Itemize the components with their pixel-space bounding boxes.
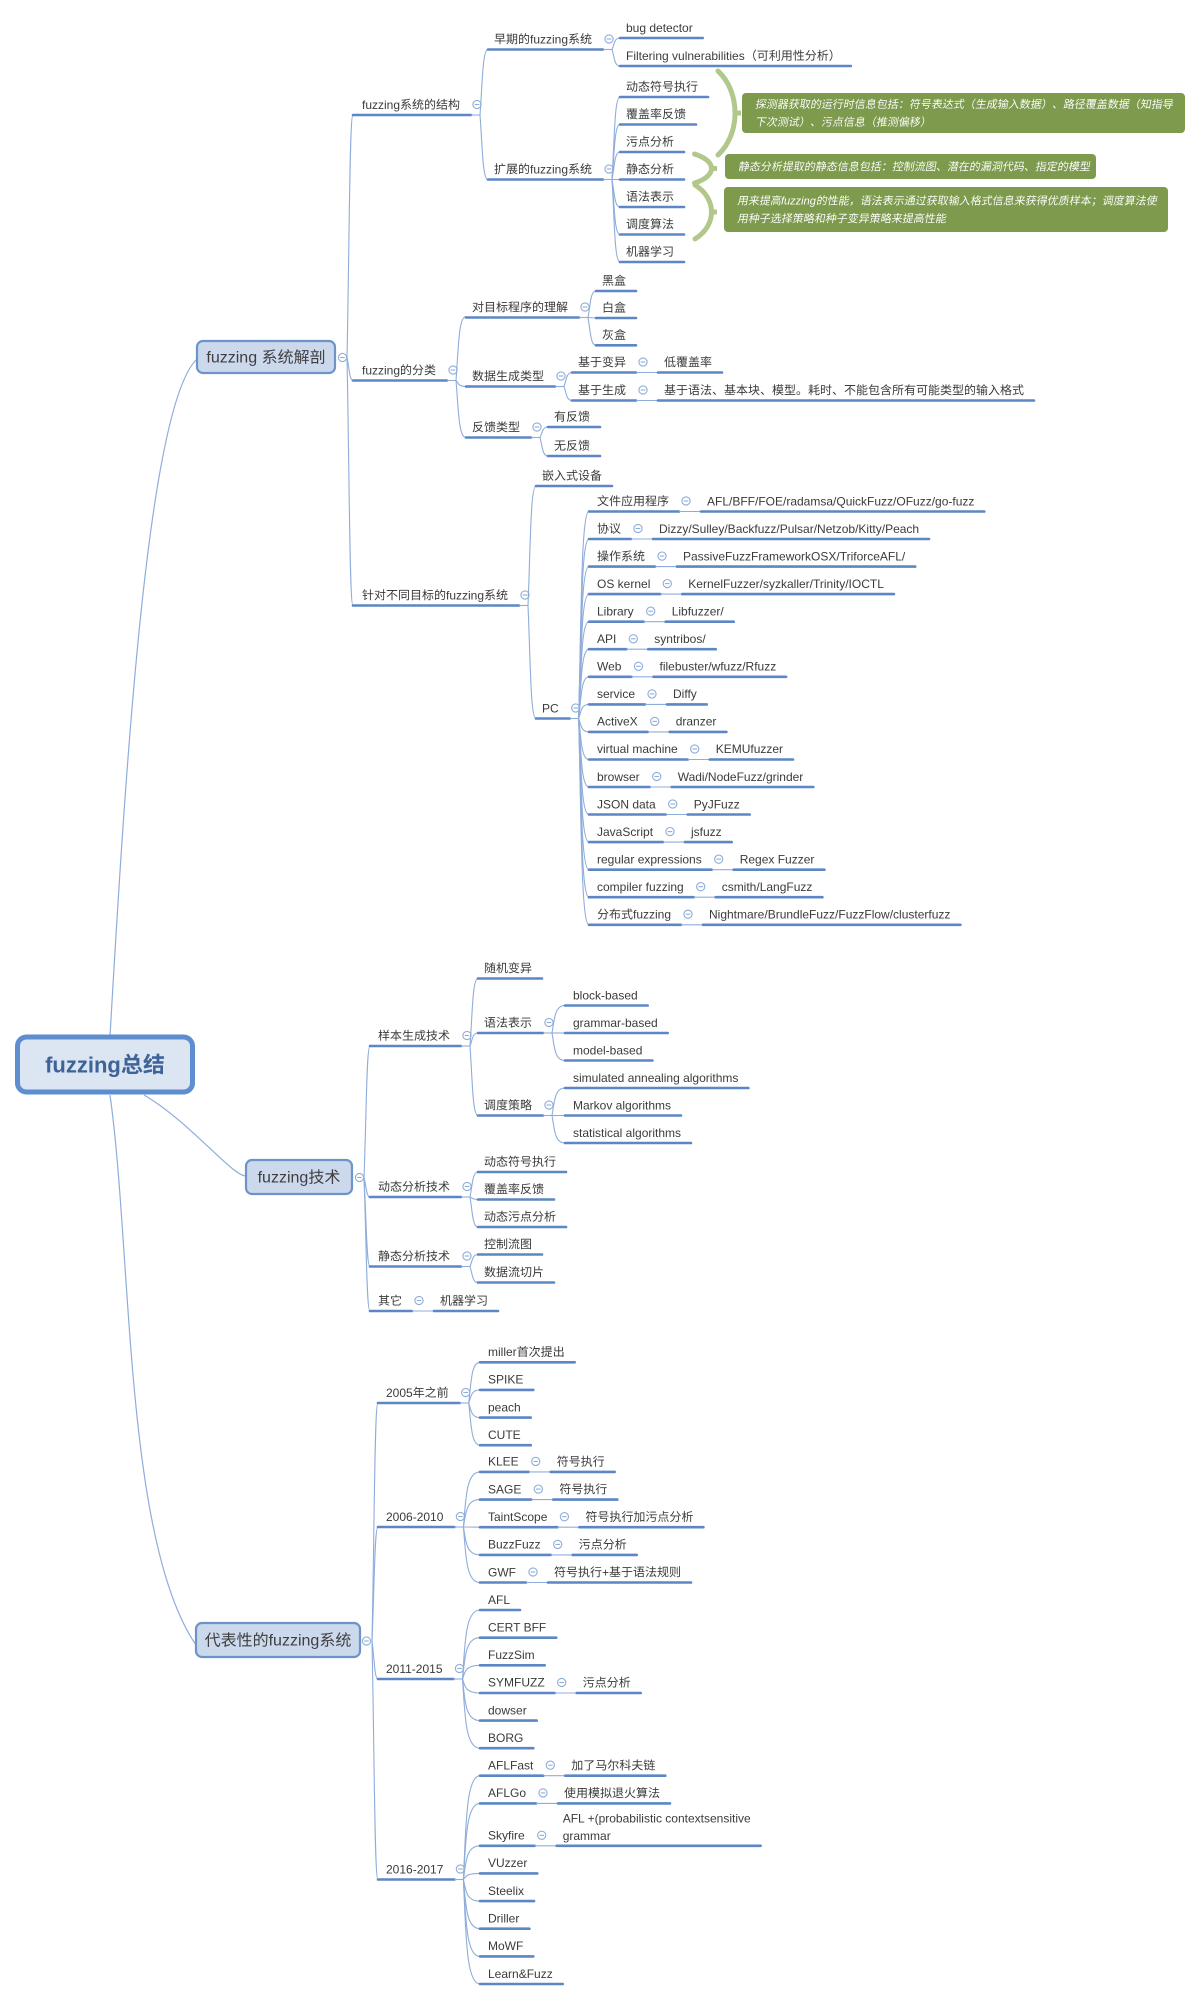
svg-text:dranzer: dranzer xyxy=(676,715,717,729)
svg-text:miller: miller xyxy=(488,1345,517,1359)
svg-text:PyJFuzz: PyJFuzz xyxy=(694,797,740,811)
svg-text:csmith/LangFuzz: csmith/LangFuzz xyxy=(722,880,813,894)
svg-text:simulated annealing algorithms: simulated annealing algorithms xyxy=(573,1071,738,1085)
svg-text:AFLGo: AFLGo xyxy=(488,1786,526,1800)
svg-text:ActiveX: ActiveX xyxy=(597,715,638,729)
svg-text:Web: Web xyxy=(597,660,622,674)
svg-text:Skyfire: Skyfire xyxy=(488,1829,525,1843)
svg-text:browser: browser xyxy=(597,770,640,784)
svg-text:JSON data: JSON data xyxy=(597,797,656,811)
svg-text:KernelFuzzer/syzkaller/Trinity: KernelFuzzer/syzkaller/Trinity/IOCTL xyxy=(688,577,884,591)
svg-text:fuzzing: fuzzing xyxy=(781,196,817,208)
svg-text:PC: PC xyxy=(542,701,559,715)
svg-text:compiler fuzzing: compiler fuzzing xyxy=(597,880,684,894)
svg-text:model-based: model-based xyxy=(573,1043,642,1057)
svg-text:fuzzing: fuzzing xyxy=(362,363,400,377)
svg-text:Regex Fuzzer: Regex Fuzzer xyxy=(740,852,815,866)
svg-text:fuzzing: fuzzing xyxy=(45,1052,121,1077)
svg-text:fuzzing: fuzzing xyxy=(206,350,257,367)
svg-text:AFL: AFL xyxy=(488,1593,510,1607)
svg-text:Libfuzzer/: Libfuzzer/ xyxy=(672,605,725,619)
svg-text:Nightmare/BrundleFuzz/FuzzFlow: Nightmare/BrundleFuzz/FuzzFlow/clusterfu… xyxy=(709,908,950,922)
svg-text:SPIKE: SPIKE xyxy=(488,1373,523,1387)
svg-text:Learn&Fuzz: Learn&Fuzz xyxy=(488,1967,553,1981)
svg-text:dowser: dowser xyxy=(488,1703,527,1717)
svg-text:KEMUfuzzer: KEMUfuzzer xyxy=(716,742,783,756)
svg-text:JavaScript: JavaScript xyxy=(597,825,654,839)
svg-text:AFL/BFF/FOE/radamsa/QuickFuzz/: AFL/BFF/FOE/radamsa/QuickFuzz/OFuzz/go-f… xyxy=(707,494,974,508)
svg-text:SYMFUZZ: SYMFUZZ xyxy=(488,1676,545,1690)
svg-text:CERT BFF: CERT BFF xyxy=(488,1620,546,1634)
svg-text:BORG: BORG xyxy=(488,1731,523,1745)
svg-text:CUTE: CUTE xyxy=(488,1428,521,1442)
svg-text:jsfuzz: jsfuzz xyxy=(690,825,722,839)
svg-text:fuzzing: fuzzing xyxy=(530,162,568,176)
svg-text:bug detector: bug detector xyxy=(626,21,693,35)
svg-text:KLEE: KLEE xyxy=(488,1455,519,1469)
svg-text:VUzzer: VUzzer xyxy=(488,1856,527,1870)
svg-text:grammar-based: grammar-based xyxy=(573,1016,658,1030)
svg-text:fuzzing: fuzzing xyxy=(633,908,671,922)
svg-text:GWF: GWF xyxy=(488,1565,516,1579)
svg-text:filebuster/wfuzz/Rfuzz: filebuster/wfuzz/Rfuzz xyxy=(660,660,777,674)
svg-text:block-based: block-based xyxy=(573,988,638,1002)
svg-text:Library: Library xyxy=(597,605,634,619)
svg-text:FuzzSim: FuzzSim xyxy=(488,1648,535,1662)
svg-text:Driller: Driller xyxy=(488,1912,519,1926)
svg-text:regular expressions: regular expressions xyxy=(597,852,702,866)
svg-text:Wadi/NodeFuzz/grinder: Wadi/NodeFuzz/grinder xyxy=(678,770,804,784)
svg-text:PassiveFuzzFrameworkOSX/Trifor: PassiveFuzzFrameworkOSX/TriforceAFL/ xyxy=(683,549,906,563)
svg-text:fuzzing: fuzzing xyxy=(530,32,568,46)
svg-text:2005: 2005 xyxy=(386,1386,413,1400)
svg-text:Dizzy/Sulley/Backfuzz/Pulsar/N: Dizzy/Sulley/Backfuzz/Pulsar/Netzob/Kitt… xyxy=(659,522,919,536)
svg-text:AFLFast: AFLFast xyxy=(488,1759,534,1773)
svg-text:+: + xyxy=(602,1565,609,1579)
svg-text:TaintScope: TaintScope xyxy=(488,1510,548,1524)
svg-text:Filtering vulnerabilities: Filtering vulnerabilities xyxy=(626,49,745,63)
svg-text:BuzzFuzz: BuzzFuzz xyxy=(488,1538,541,1552)
svg-text:syntribos/: syntribos/ xyxy=(654,632,706,646)
svg-text:grammar: grammar xyxy=(563,1829,611,1843)
svg-text:statistical algorithms: statistical algorithms xyxy=(573,1126,681,1140)
svg-text:2006-2010: 2006-2010 xyxy=(386,1510,444,1524)
svg-text:MoWF: MoWF xyxy=(488,1939,523,1953)
svg-text:AFL +(probabilistic contextsen: AFL +(probabilistic contextsensitive xyxy=(563,1812,751,1826)
svg-text:fuzzing: fuzzing xyxy=(362,98,400,112)
svg-text:OS kernel: OS kernel xyxy=(597,577,650,591)
svg-text:API: API xyxy=(597,632,616,646)
svg-text:SAGE: SAGE xyxy=(488,1482,521,1496)
svg-text:2011-2015: 2011-2015 xyxy=(386,1662,443,1676)
svg-text:fuzzing: fuzzing xyxy=(269,1633,320,1650)
svg-text:virtual machine: virtual machine xyxy=(597,742,678,756)
svg-text:Markov algorithms: Markov algorithms xyxy=(573,1098,671,1112)
svg-text:Diffy: Diffy xyxy=(673,687,697,701)
svg-text:service: service xyxy=(597,687,635,701)
svg-text:fuzzing: fuzzing xyxy=(258,1170,309,1187)
svg-text:peach: peach xyxy=(488,1400,521,1414)
svg-text:Steelix: Steelix xyxy=(488,1884,524,1898)
svg-text:2016-2017: 2016-2017 xyxy=(386,1862,444,1876)
svg-text:fuzzing: fuzzing xyxy=(446,588,484,602)
